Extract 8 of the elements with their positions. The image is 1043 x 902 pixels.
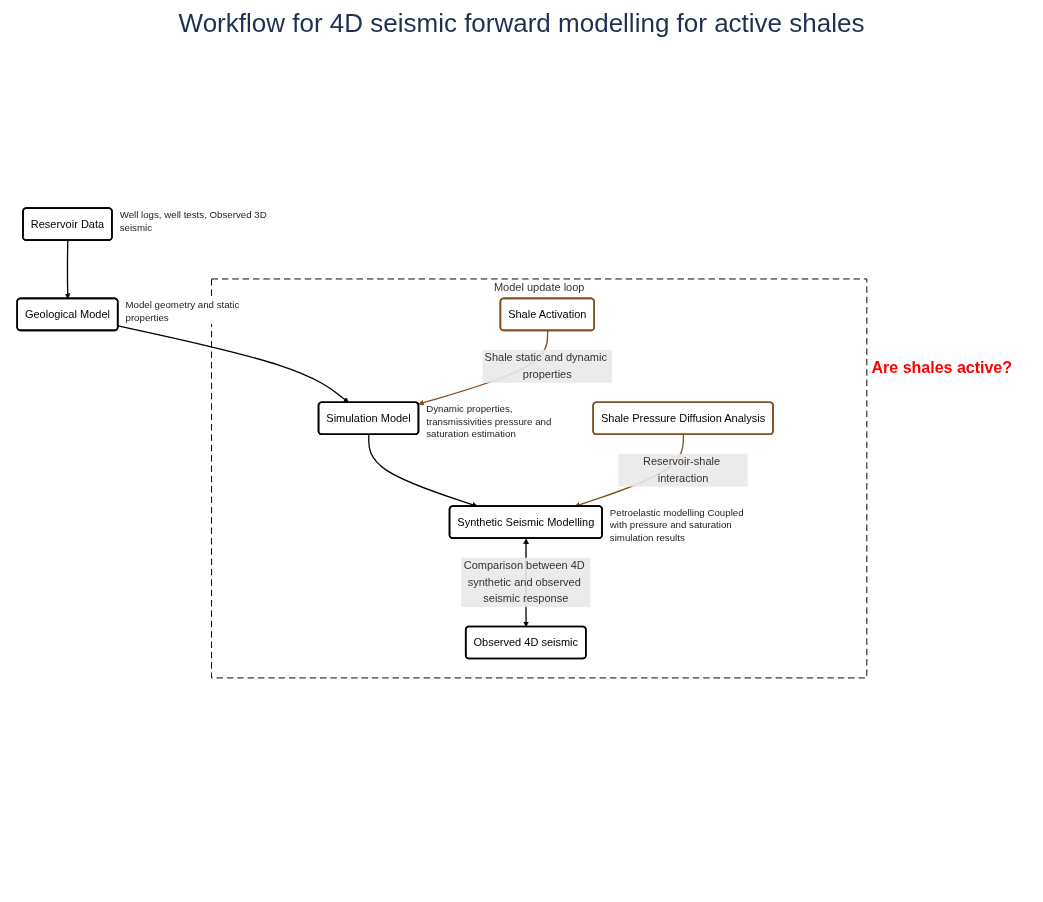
node-note: Well logs, well tests, Observed 3D seismic — [119, 208, 268, 234]
arrow — [367, 433, 478, 508]
edge-label: Shale static and dynamic properties — [484, 351, 607, 381]
note-text: Are shales active? — [871, 359, 1014, 377]
edge-label: Comparison between 4D synthetic and observed seismic response — [463, 559, 585, 605]
edge-label: Reservoir-shale interaction — [642, 455, 720, 485]
arrow — [64, 239, 71, 299]
diagram-title: Workflow for 4D seismic forward modelling for active shales — [177, 8, 866, 39]
